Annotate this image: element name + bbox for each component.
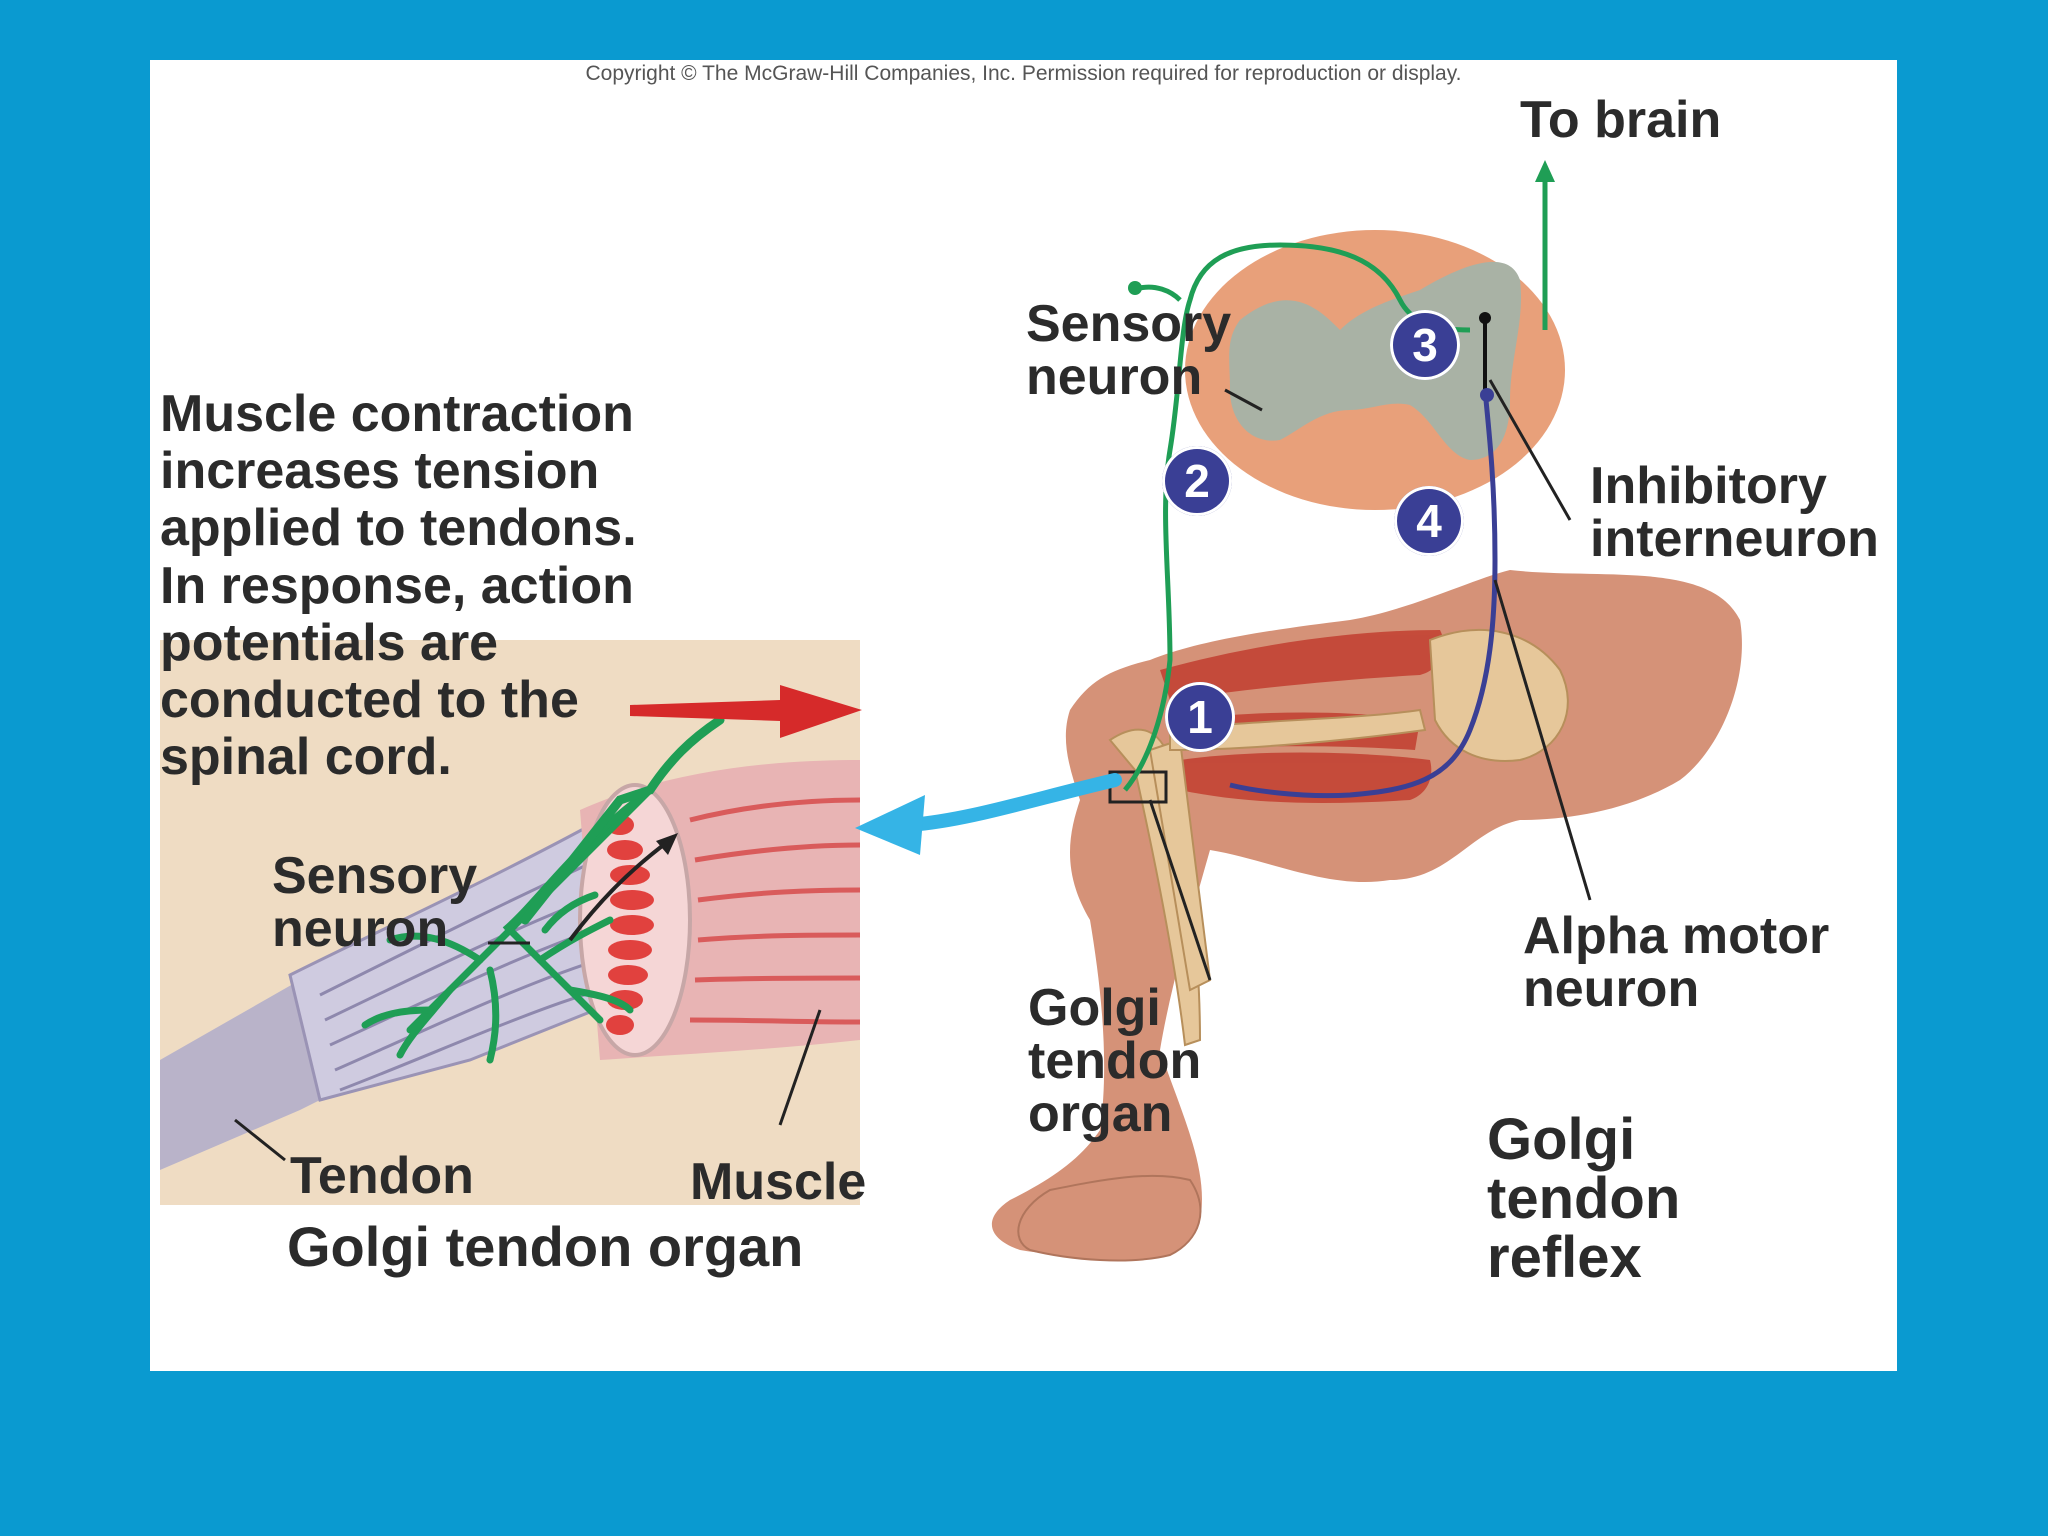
inset-title: Golgi tendon organ	[287, 1215, 804, 1278]
golgi-tendon-organ-leg-label: Golgi tendon organ	[1028, 979, 1202, 1144]
golgi-tendon-reflex-label: Golgi tendon reflex	[1487, 1107, 1681, 1291]
tendon-pointer	[234, 1118, 286, 1162]
diagram-graphics	[160, 160, 1742, 1262]
to-brain-label: To brain	[1520, 91, 1722, 149]
blue-arrowhead	[855, 795, 925, 855]
alpha-motor-neuron-path	[1229, 389, 1498, 799]
inhibitory-interneuron-body	[1479, 312, 1491, 324]
sensory-neuron-inset-label: Sensory neuron	[272, 847, 478, 959]
golgi-organ-pointer	[1148, 799, 1212, 981]
sensory-neuron-branch	[1139, 284, 1182, 302]
to-brain-arrowhead	[1535, 160, 1555, 182]
sensory-neuron-path	[1123, 242, 1471, 792]
muscle-label: Muscle	[690, 1153, 867, 1211]
copyright-notice: Copyright © The McGraw-Hill Companies, I…	[585, 62, 1462, 85]
spinal-cord-gray-matter	[1229, 261, 1522, 460]
inset-black-arrowhead	[656, 833, 678, 855]
alpha-motor-neuron-soma	[1480, 388, 1494, 402]
description-text: Muscle contraction increases tension app…	[160, 385, 637, 787]
alpha-motor-neuron-label: Alpha motor neuron	[1523, 907, 1830, 1019]
diagram-panel: Copyright © The McGraw-Hill Companies, I…	[150, 60, 1897, 1371]
step-badge-2: 2	[1162, 446, 1232, 516]
step-badge-1: 1	[1165, 682, 1235, 752]
sensory-neuron-pointer	[1224, 388, 1263, 412]
foot	[1017, 1174, 1202, 1262]
sensory-neuron-soma	[1128, 281, 1142, 295]
inset-black-arrow	[568, 838, 672, 942]
muscle-stripes	[689, 797, 861, 1025]
red-arrow	[630, 685, 862, 738]
alpha-motor-pointer	[1493, 579, 1592, 901]
muscle-fibers	[606, 815, 654, 1035]
blue-arrow	[903, 773, 1122, 832]
inhibitory-pointer	[1488, 379, 1572, 521]
step-badge-4: 4	[1394, 486, 1464, 556]
muscle-pointer	[778, 1009, 822, 1126]
step-badge-3: 3	[1390, 310, 1460, 380]
tendon-label: Tendon	[290, 1147, 474, 1205]
inhibitory-interneuron-label: Inhibitory interneuron	[1590, 457, 1879, 569]
inset-upper-axon	[520, 715, 725, 925]
sensory-neuron-top-label: Sensory neuron	[1026, 295, 1232, 407]
